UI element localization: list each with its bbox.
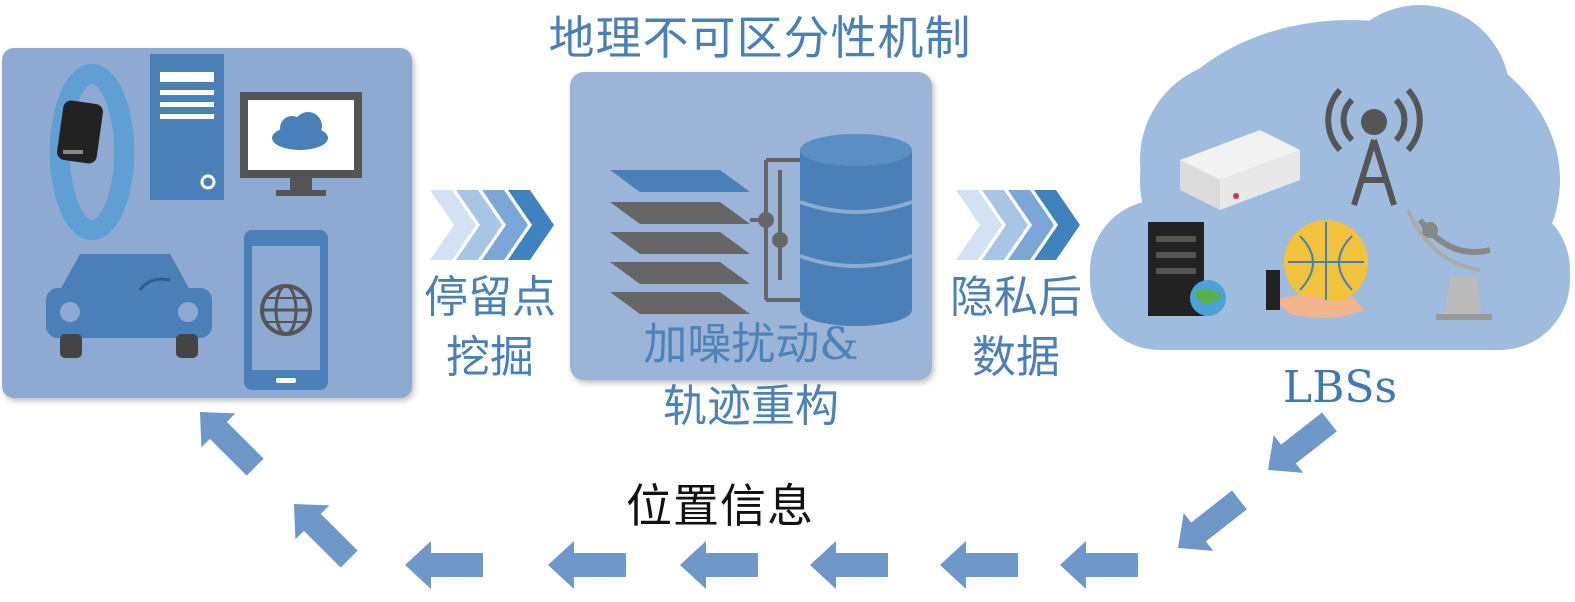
flow-chevrons-left <box>430 190 554 260</box>
fitness-band-icon <box>50 64 134 240</box>
lbs-cloud <box>1090 5 1570 350</box>
flow-chevrons-right <box>956 190 1080 260</box>
left-arrow-6 <box>405 541 483 589</box>
connector-lines <box>750 158 800 302</box>
hand-globe-icon <box>1266 220 1368 319</box>
radio-tower-icon <box>1325 87 1423 206</box>
diagram-title: 地理不可区分性机制 <box>548 11 972 65</box>
server-globe-icon <box>1148 222 1226 316</box>
diag-arrow-devices-2 <box>183 395 273 485</box>
diag-arrow-devices-1 <box>277 487 367 577</box>
location-info-label: 位置信息 <box>626 479 814 533</box>
satellite-dish-icon <box>1406 209 1492 320</box>
diag-arrow-cloud-1 <box>1253 403 1345 489</box>
private-data-label-line1: 隐私后 <box>950 272 1082 323</box>
router-icon <box>1180 130 1300 210</box>
left-arrow-3 <box>810 541 888 589</box>
left-arrow-2 <box>940 541 1018 589</box>
devices-icons <box>46 54 362 390</box>
car-icon <box>46 254 212 358</box>
left-arrow-1 <box>1060 541 1138 589</box>
process-icons <box>610 134 913 326</box>
diag-arrow-cloud-2 <box>1163 481 1255 567</box>
left-arrow-5 <box>548 541 626 589</box>
lbs-label: LBSs <box>1282 362 1398 413</box>
cloud-monitor-icon <box>240 92 362 196</box>
process-label-line2: 轨迹重构 <box>663 381 839 432</box>
smartphone-globe-icon <box>244 230 328 390</box>
data-layers-icon <box>610 170 750 314</box>
desktop-tower-icon <box>150 54 224 200</box>
mining-label-line1: 停留点 <box>424 272 556 323</box>
left-arrow-4 <box>680 541 758 589</box>
database-icon <box>799 134 913 326</box>
process-label-line1: 加噪扰动& <box>643 319 859 370</box>
mining-label-line2: 挖掘 <box>446 332 534 383</box>
private-data-label-line2: 数据 <box>972 332 1060 383</box>
